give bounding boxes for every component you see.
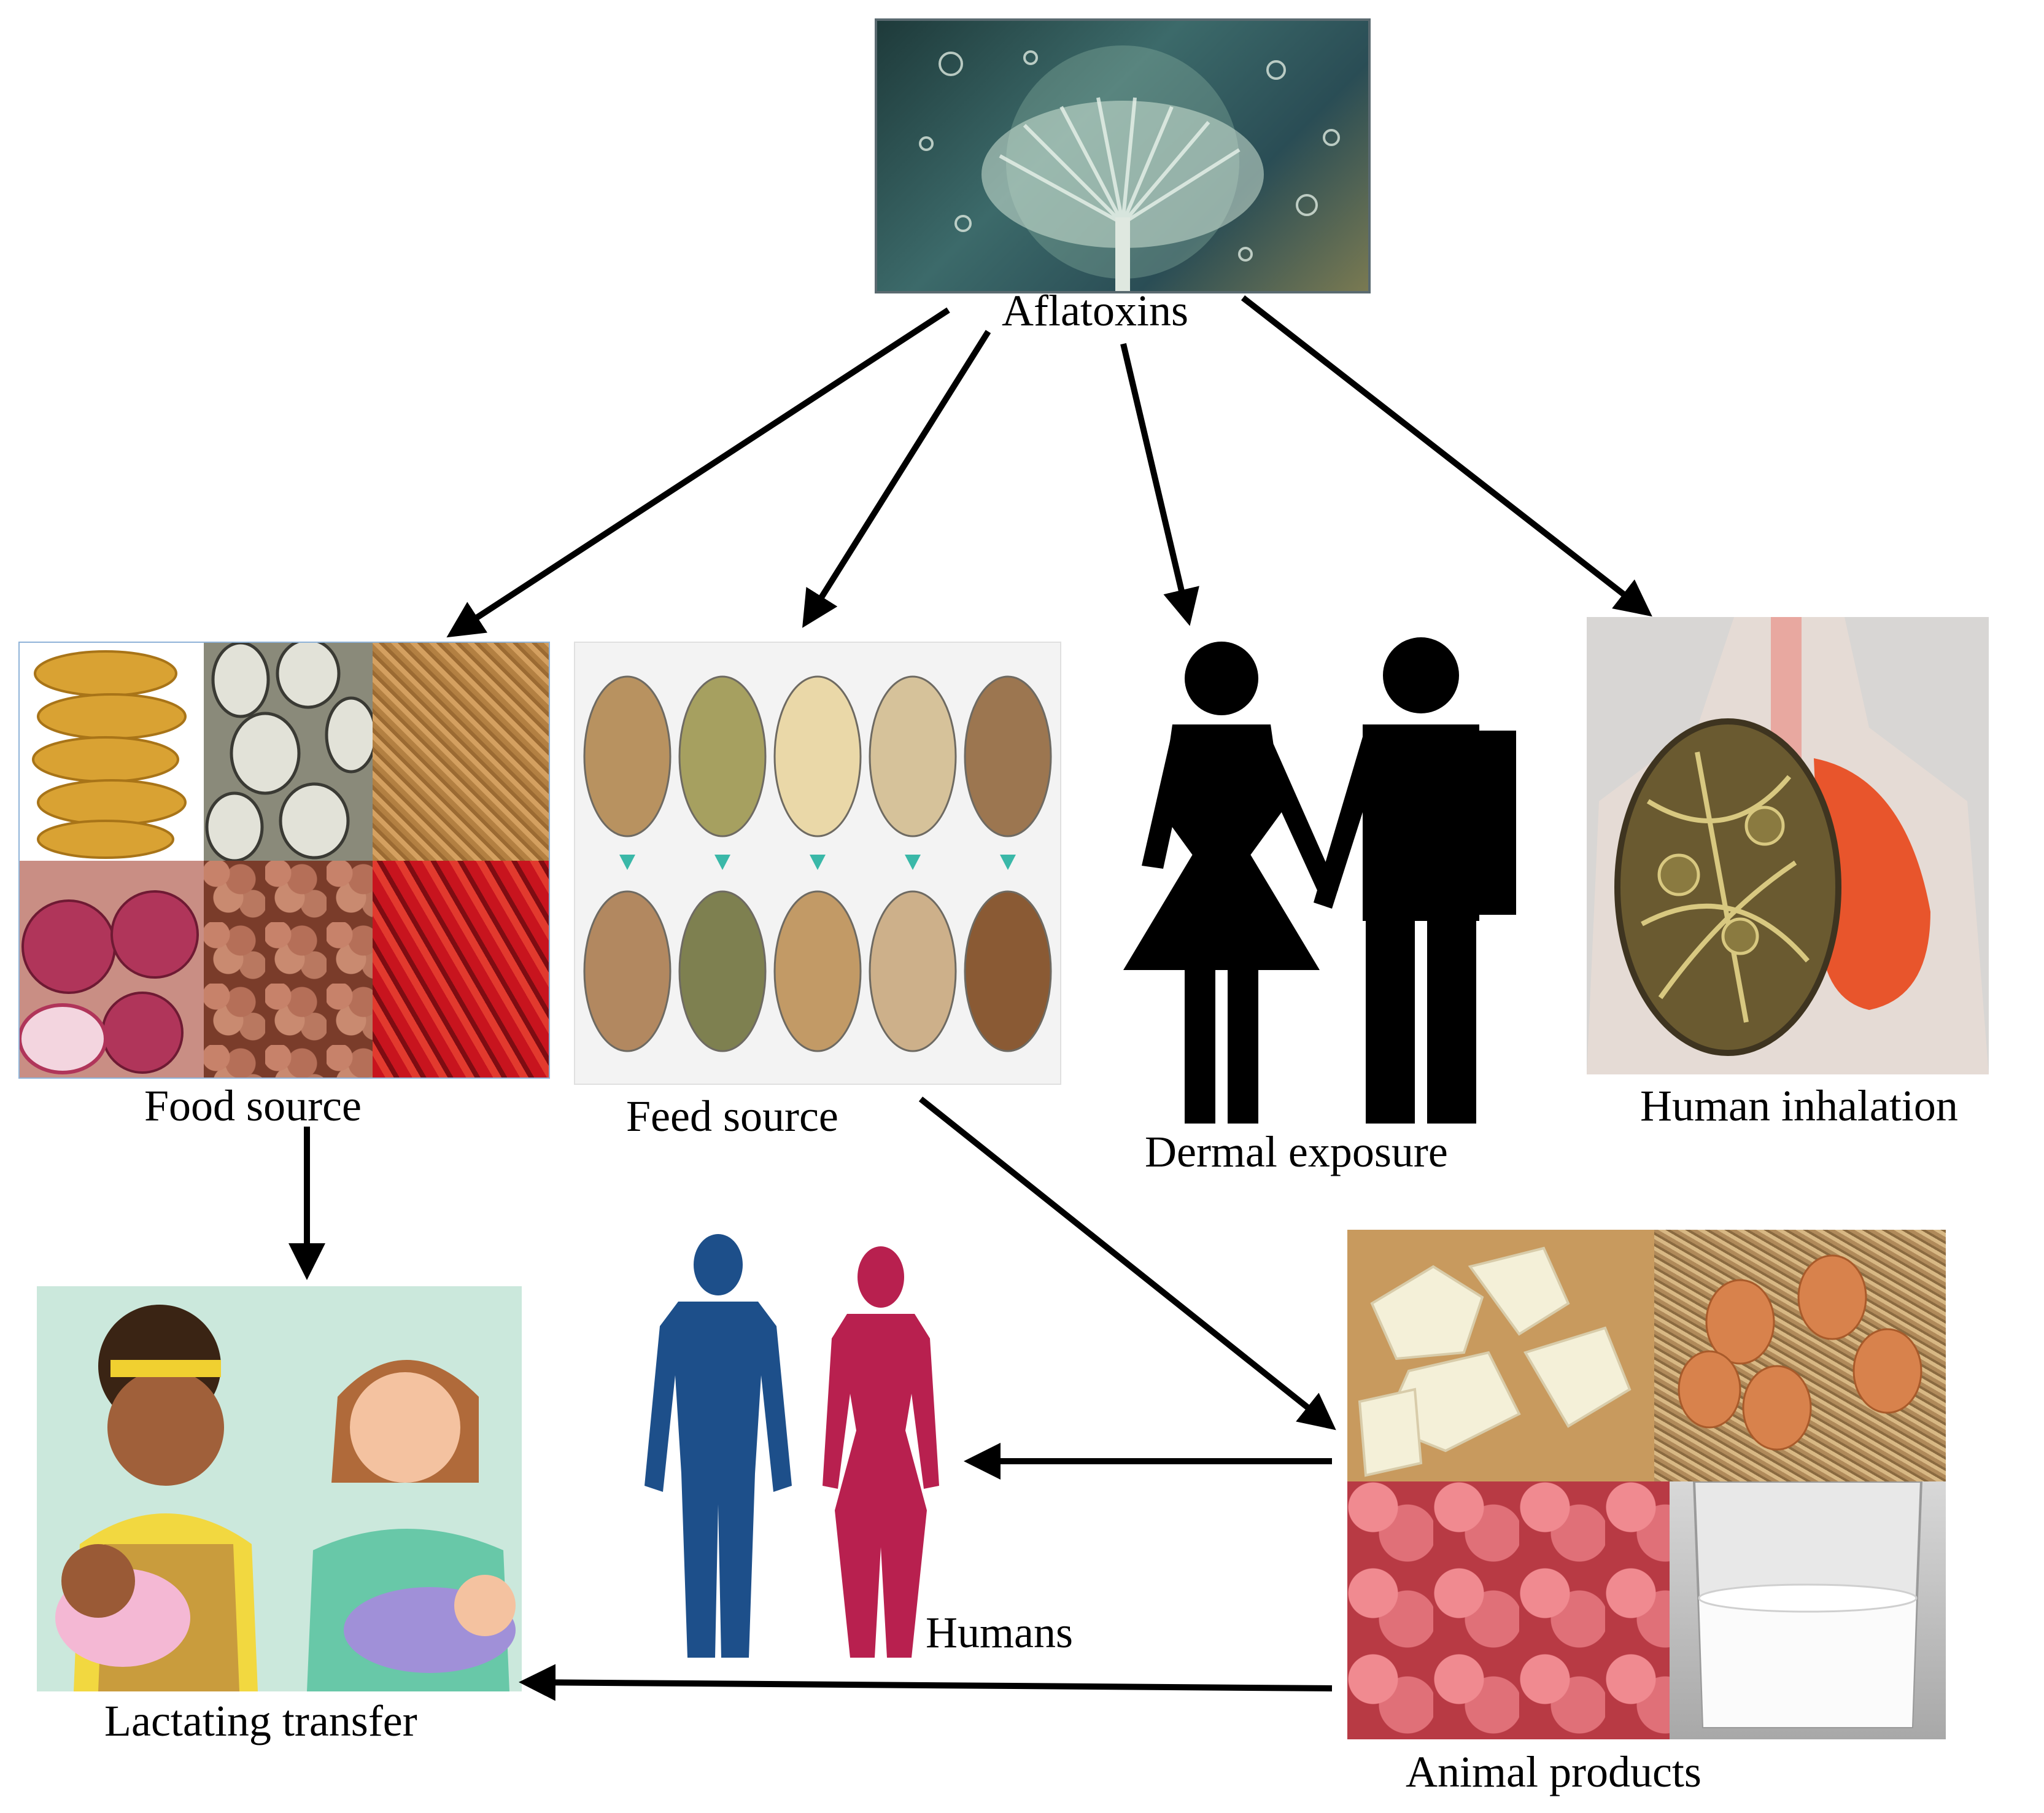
- red-chili-image: [373, 861, 549, 1077]
- animal-products-label: Animal products: [1406, 1747, 1701, 1796]
- food-source-label: Food source: [144, 1081, 362, 1130]
- dermal-exposure-image: [1080, 626, 1571, 1130]
- humans-label: Humans: [926, 1608, 1073, 1657]
- man-woman-silhouette-icon: [1123, 637, 1516, 1124]
- feed-source-image: [574, 642, 1061, 1085]
- aflatoxins-image: [875, 18, 1371, 293]
- arrow-aflatoxins-to-feed-source: [802, 330, 991, 628]
- human-body-silhouettes-icon: [645, 1234, 939, 1658]
- grains-image: [373, 643, 549, 861]
- arrow-feed-source-to-animal-products: [918, 1097, 1336, 1431]
- feed-source-label: Feed source: [626, 1092, 838, 1141]
- lactating-transfer-image: [37, 1286, 522, 1691]
- seeds-image: [204, 643, 373, 861]
- lactating-transfer-label: Lactating transfer: [104, 1696, 417, 1745]
- aflatoxins-label: Aflatoxins: [1002, 286, 1188, 335]
- aspergillus-icon: [919, 45, 1340, 291]
- eggs-image: [1654, 1230, 1946, 1481]
- cheese-image: [1347, 1230, 1654, 1481]
- peanuts-image: [204, 861, 373, 1077]
- dermal-exposure-label: Dermal exposure: [1145, 1127, 1448, 1176]
- arrow-aflatoxins-to-food-source: [446, 307, 950, 638]
- humans-image: [623, 1228, 973, 1670]
- meat-image: [1347, 1481, 1670, 1739]
- arrow-aflatoxins-to-human-inhalation: [1241, 295, 1652, 617]
- corn-image: [20, 643, 204, 861]
- human-inhalation-image: [1587, 617, 1989, 1074]
- human-inhalation-label: Human inhalation: [1640, 1081, 1958, 1130]
- food-source-collage: [18, 642, 550, 1079]
- arrow-aflatoxins-to-dermal-exposure: [1120, 343, 1199, 626]
- animal-products-collage: [1347, 1230, 1946, 1739]
- arrow-animal-products-to-lactating-transfer: [519, 1664, 1333, 1701]
- onions-image: [20, 861, 204, 1077]
- milk-image: [1670, 1481, 1946, 1739]
